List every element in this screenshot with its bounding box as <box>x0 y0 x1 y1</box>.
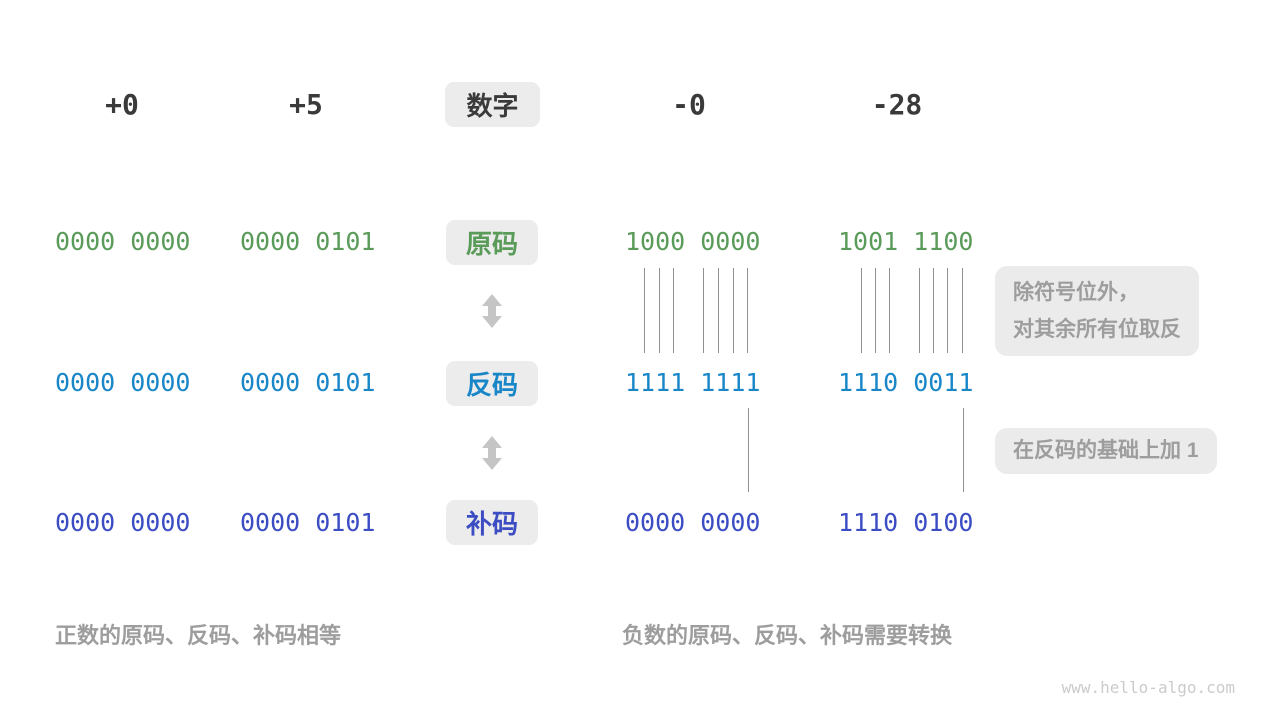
twos-complement-badge: 补码 <box>446 500 538 545</box>
binary-value-sign-magnitude-pos-zero: 0000 0000 <box>55 227 191 256</box>
bit-mapping-line <box>933 268 934 353</box>
binary-value-twos-complement-neg-28: 1110 0100 <box>838 508 974 537</box>
updown-arrow-icon <box>479 435 505 471</box>
number-label-pos-five: +5 <box>289 88 323 121</box>
bit-mapping-line <box>875 268 876 353</box>
updown-arrow-icon <box>479 293 505 329</box>
bit-mapping-line <box>962 268 963 353</box>
number-label-pos-zero: +0 <box>105 88 139 121</box>
bit-mapping-line <box>947 268 948 353</box>
binary-value-ones-complement-neg-28: 1110 0011 <box>838 368 974 397</box>
sign-magnitude-badge: 原码 <box>446 220 538 265</box>
bit-mapping-line <box>673 268 674 353</box>
bit-mapping-line <box>659 268 660 353</box>
binary-value-twos-complement-neg-zero: 0000 0000 <box>625 508 761 537</box>
binary-value-twos-complement-pos-zero: 0000 0000 <box>55 508 191 537</box>
invert-note-line2: 对其余所有位取反 <box>1013 318 1181 341</box>
bit-mapping-line <box>747 268 748 353</box>
numbers-badge: 数字 <box>445 82 540 127</box>
number-label-neg-zero: -0 <box>672 88 706 121</box>
bit-mapping-line <box>644 268 645 353</box>
add-one-note: 在反码的基础上加 1 <box>995 428 1217 474</box>
positive-caption: 正数的原码、反码、补码相等 <box>55 623 342 648</box>
number-label-neg-28: -28 <box>871 88 923 121</box>
binary-value-sign-magnitude-neg-28: 1001 1100 <box>838 227 974 256</box>
bit-mapping-line <box>861 268 862 353</box>
bit-mapping-line <box>703 268 704 353</box>
invert-note-line1: 除符号位外， <box>1013 281 1139 304</box>
add-one-line-neg-28 <box>963 408 964 492</box>
ones-complement-badge: 反码 <box>446 361 538 406</box>
binary-value-ones-complement-pos-five: 0000 0101 <box>240 368 376 397</box>
bit-mapping-line <box>718 268 719 353</box>
watermark: www.hello-algo.com <box>1061 678 1235 697</box>
bit-mapping-line <box>733 268 734 353</box>
binary-value-sign-magnitude-pos-five: 0000 0101 <box>240 227 376 256</box>
negative-caption: 负数的原码、反码、补码需要转换 <box>622 623 953 648</box>
invert-note: 除符号位外， 对其余所有位取反 <box>995 266 1199 356</box>
bit-mapping-line <box>889 268 890 353</box>
add-one-line-neg-zero <box>748 408 749 492</box>
binary-value-twos-complement-pos-five: 0000 0101 <box>240 508 376 537</box>
binary-value-sign-magnitude-neg-zero: 1000 0000 <box>625 227 761 256</box>
bit-mapping-line <box>919 268 920 353</box>
binary-value-ones-complement-pos-zero: 0000 0000 <box>55 368 191 397</box>
binary-value-ones-complement-neg-zero: 1111 1111 <box>625 368 761 397</box>
